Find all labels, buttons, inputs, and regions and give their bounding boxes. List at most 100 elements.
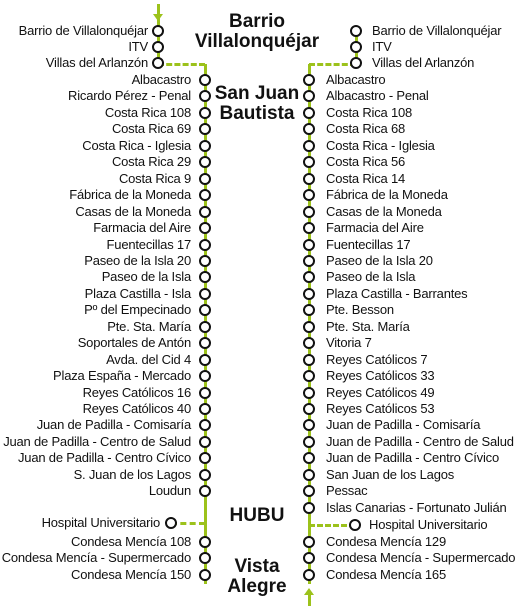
stop-circle-icon [303,536,315,548]
right-bottom-stop: Condesa Mencía 129 [326,534,446,549]
left-stop: Pº del Empecinado [84,302,191,318]
right-stop: Reyes Católicos 7 [326,351,428,367]
left-stop: Farmacia del Aire [93,220,191,236]
stop-circle-icon [303,189,315,202]
stop-circle-icon [199,452,211,465]
left-stop: Juan de Padilla - Centro de Salud [3,433,191,449]
stop-circle-icon [199,123,211,136]
stop-circle-icon [303,254,315,267]
stop-circle-icon [303,320,315,333]
left-branch-stop: ITV [128,39,148,54]
stop-circle-icon [303,552,315,565]
stop-circle-icon [303,386,315,399]
stop-circle-icon [350,25,362,37]
stop-circle-icon [199,254,211,267]
left-stop: Costa Rica 9 [118,170,191,186]
right-stop: Reyes Católicos 33 [326,368,435,384]
right-bottom-stop: Condesa Mencía - Supermercado [326,550,516,566]
left-branch-stop: Barrio de Villalonquéjar [18,23,149,38]
stop-circle-icon [350,57,362,69]
left-stop: Reyes Católicos 40 [82,401,192,416]
right-stop: Pte. Besson [326,302,394,318]
left-bottom-stop: Condesa Mencía 108 [71,534,191,549]
right-stop: Juan de Padilla - Comisaría [326,417,481,433]
stop-circle-icon [199,172,211,185]
right-stop: Albacastro - Penal [326,88,429,104]
stop-circle-icon [199,403,211,415]
stop-circle-icon [152,41,164,53]
arrow-down-icon [153,14,163,21]
right-stop: Costa Rica 56 [326,154,406,170]
stop-circle-icon [199,552,211,565]
arrow-stem [307,594,311,606]
right-branch-stop: Barrio de Villalonquéjar [372,23,502,38]
right-stop: Islas Canarias - Fortunato Julián [326,499,507,515]
stop-circle-icon [303,304,315,317]
left-stop: Casas de la Moneda [75,203,191,219]
left-bottom-stop: Condesa Mencía - Supermercado [1,550,192,566]
right-stop: Costa Rica 14 [326,170,406,186]
stop-circle-icon [199,370,211,383]
stop-circle-icon [303,468,315,481]
zone-label-mid-line: San Juan [214,83,300,104]
zone-label-hubu: HUBU [187,506,327,526]
stop-circle-icon [303,90,315,103]
right-branch-connector [309,63,356,66]
stop-circle-icon [303,452,315,465]
stop-circle-icon [199,222,211,235]
stop-circle-icon [199,156,211,169]
left-hospital-stop: Hospital Universitario [41,515,161,530]
right-stop: Plaza Castilla - Barrantes [326,285,468,301]
zone-label-bottom-line: Vista [234,556,280,577]
arrow-up-icon [304,588,314,595]
left-stop: Costa Rica - Iglesia [82,137,191,153]
stop-circle-icon [199,238,211,251]
stop-circle-icon [199,485,211,498]
right-stop: Fuentecillas 17 [326,236,411,252]
right-bottom-stop: Condesa Mencía 165 [326,566,446,582]
right-stop: Costa Rica - Iglesia [326,137,435,153]
right-stop: Vitoria 7 [326,335,372,351]
stop-circle-icon [303,238,315,251]
right-stop: San Juan de los Lagos [326,466,455,482]
stop-circle-icon [303,156,315,169]
stop-circle-icon [199,90,211,103]
stop-circle-icon [303,353,315,366]
left-stop: Pte. Sta. María [107,318,191,334]
stop-circle-icon [303,485,315,498]
left-hospital-connector [171,521,205,525]
stop-circle-icon [152,57,164,69]
stop-circle-icon [199,386,211,399]
stop-circle-icon [199,189,211,202]
stop-circle-icon [303,403,315,415]
stop-circle-icon [303,205,315,218]
stop-circle-icon [303,501,315,514]
left-stop: Avda. del Cid 4 [106,351,191,367]
stop-circle-icon [199,271,211,284]
stop-circle-icon [303,568,315,581]
left-stop: Plaza España - Mercado [53,368,191,384]
right-stop: Albacastro [326,72,386,87]
left-bottom-stop: Condesa Mencía 150 [71,566,191,582]
left-stop: Costa Rica 108 [104,104,191,120]
stop-circle-icon [303,435,315,448]
right-stop: Fábrica de la Moneda [326,187,448,203]
left-branch-stop: Villas del Arlanzón [45,55,148,70]
right-stop: Reyes Católicos 53 [326,401,435,416]
stop-circle-icon [199,287,211,300]
left-stop: Juan de Padilla - Centro Cívico [17,450,191,466]
zone-label-top-line: Barrio [229,11,285,32]
zone-label-hubu-line: HUBU [229,505,285,526]
zone-label-top-line: Villalonquéjar [194,31,320,52]
stop-circle-icon [152,25,164,37]
left-stop: S. Juan de los Lagos [73,466,192,482]
right-stop: Reyes Católicos 49 [326,384,435,400]
stop-circle-icon [303,222,315,235]
right-hospital-stop: Hospital Universitario [369,517,488,532]
stop-circle-icon [199,139,211,152]
right-stop: Paseo de la Isla [326,269,416,285]
left-stop: Fuentecillas 17 [106,236,192,252]
stop-circle-icon [303,370,315,383]
